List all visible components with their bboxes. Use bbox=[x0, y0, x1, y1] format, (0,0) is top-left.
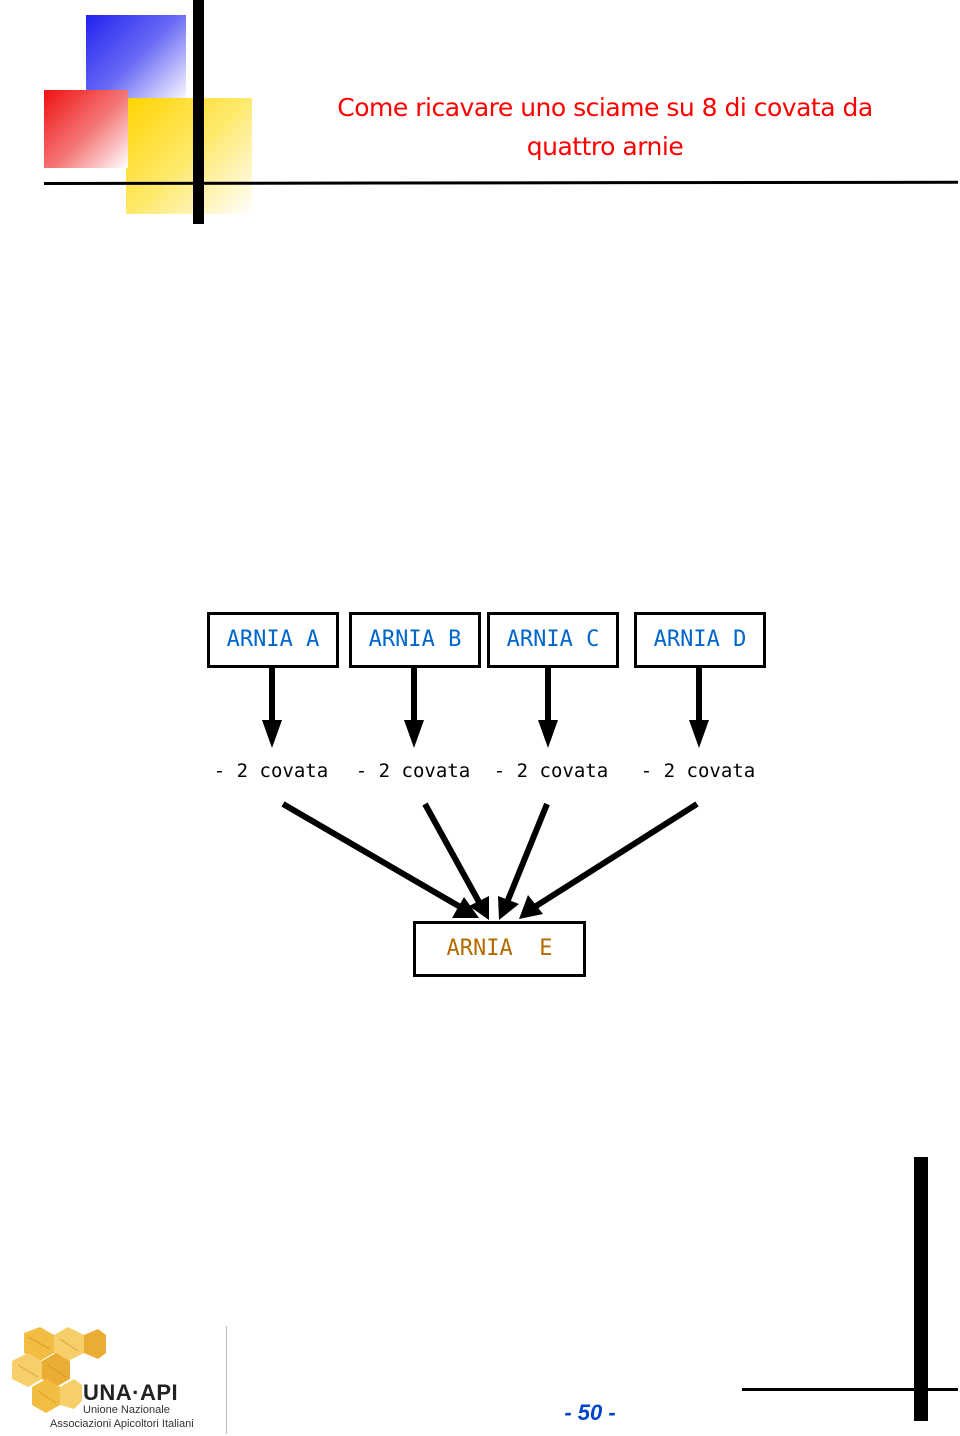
note-covata-c: - 2 covata bbox=[493, 760, 609, 782]
box-arnia-e: ARNIA E bbox=[413, 921, 586, 977]
title-line-2: quattro arnie bbox=[526, 132, 684, 161]
note-covata-b: - 2 covata bbox=[355, 760, 471, 782]
logo-subtitle-1: Unione Nazionale bbox=[83, 1404, 170, 1416]
box-arnia-c: ARNIA C bbox=[487, 612, 619, 668]
box-arnia-d: ARNIA D bbox=[634, 612, 766, 668]
logo-divider bbox=[226, 1326, 227, 1434]
decor-red-square bbox=[44, 90, 128, 168]
arrowhead-c-e bbox=[498, 896, 519, 920]
arrowhead-b-e bbox=[469, 896, 489, 920]
unaapi-logo-icon bbox=[12, 1327, 106, 1413]
decor-vertical-bar-top bbox=[193, 0, 204, 224]
arrowhead-b bbox=[404, 720, 424, 748]
arrowhead-c bbox=[538, 720, 558, 748]
arrowhead-a-e bbox=[452, 897, 479, 918]
title-line-1: Come ricavare uno sciame su 8 di covata … bbox=[337, 93, 873, 122]
box-arnia-e-label: ARNIA E bbox=[446, 936, 553, 961]
box-arnia-b: ARNIA B bbox=[349, 612, 481, 668]
logo-name: UNA·API bbox=[83, 1380, 179, 1405]
arrowhead-a bbox=[262, 720, 282, 748]
arrow-a-to-e bbox=[281, 801, 464, 911]
page-title: Come ricavare uno sciame su 8 di covata … bbox=[300, 88, 910, 166]
arrowhead-d bbox=[689, 720, 709, 748]
arrow-b-to-e bbox=[422, 802, 482, 904]
decor-vertical-bar-bottom bbox=[914, 1157, 928, 1421]
arrow-d-to-e bbox=[531, 801, 699, 911]
note-covata-d: - 2 covata bbox=[640, 760, 756, 782]
arrow-c-to-e bbox=[505, 802, 550, 902]
box-arnia-a: ARNIA A bbox=[207, 612, 339, 668]
note-covata-a: - 2 covata bbox=[213, 760, 329, 782]
decor-yellow-square bbox=[126, 98, 252, 214]
logo-subtitle-2: Associazioni Apicoltori Italiani bbox=[50, 1418, 194, 1430]
decor-blue-square bbox=[86, 15, 186, 103]
footer-rule bbox=[742, 1388, 958, 1391]
arrowhead-d-e bbox=[519, 895, 543, 919]
page-number: - 50 - bbox=[564, 1400, 616, 1425]
